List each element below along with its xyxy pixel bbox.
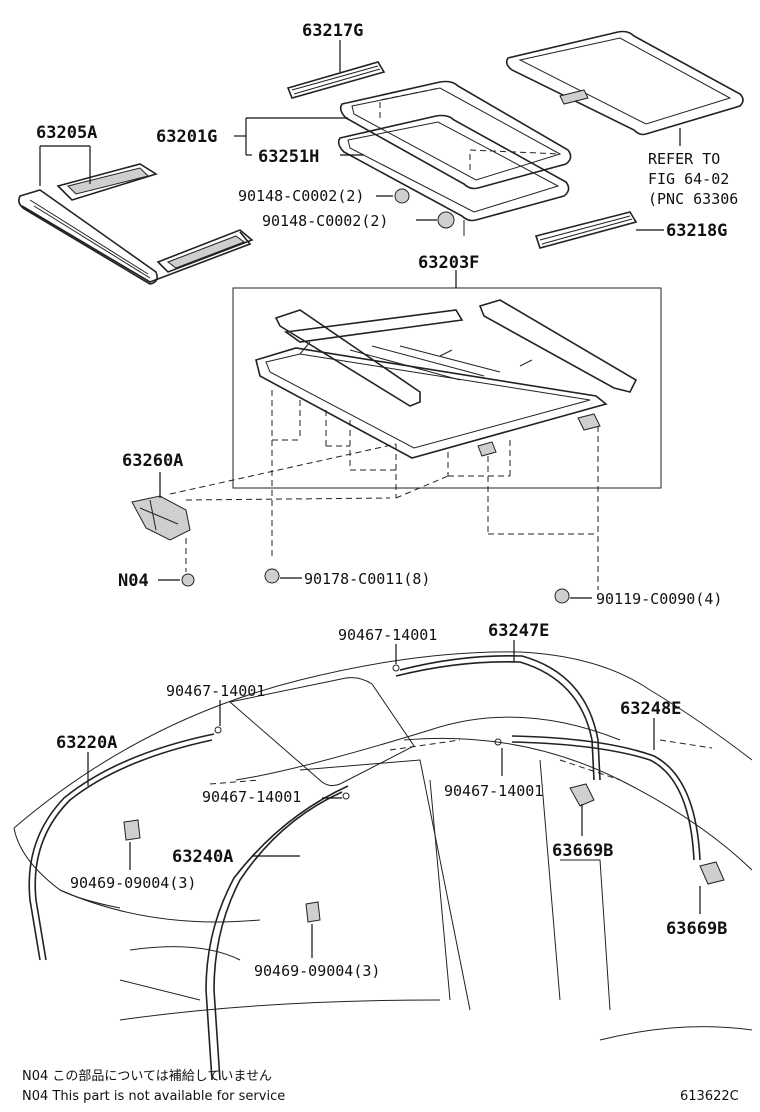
label-63248e: 63248E (620, 699, 681, 719)
footer-note-en: N04 This part is not available for servi… (22, 1089, 285, 1104)
label-bolt-2: 90148-C0002(2) (262, 212, 388, 230)
label-clamp-mid: 90469-09004(3) (254, 962, 380, 980)
label-63247e: 63247E (488, 621, 549, 641)
label-63205a: 63205A (36, 123, 97, 143)
label-clip-left: 90467-14001 (166, 682, 265, 700)
part-63217g-drawing (286, 40, 386, 99)
label-63260a: 63260A (122, 451, 183, 471)
sunshade-drawing (505, 30, 744, 146)
glass-panel-drawing (337, 80, 572, 222)
part-63205a-drawing (18, 145, 254, 285)
motor-63260a-drawing (131, 472, 195, 587)
drain-hoses-drawing (28, 654, 725, 1081)
label-clamp-left: 90469-09004(3) (70, 874, 196, 892)
label-63240a: 63240A (172, 847, 233, 867)
label-63217g: 63217G (302, 21, 363, 41)
car-body-drawing (13, 651, 753, 1041)
label-63201g: 63201G (156, 127, 217, 147)
housing-63203f-drawing (169, 270, 662, 590)
label-63220a: 63220A (56, 733, 117, 753)
part-63218g-drawing (534, 211, 664, 249)
label-n04: N04 (118, 571, 149, 591)
label-63218g: 63218G (666, 221, 727, 241)
label-63669b-2: 63669B (666, 919, 727, 939)
glass-leader (234, 117, 364, 156)
label-clip-top: 90467-14001 (338, 626, 437, 644)
car-leaders (87, 640, 701, 958)
label-63203f: 63203F (418, 253, 479, 273)
bolts-90148-drawing (376, 188, 465, 236)
label-clip-right: 90467-14001 (444, 782, 543, 800)
footer-note-jp: N04 この部品については補給していません (22, 1069, 272, 1084)
label-63669b-1: 63669B (552, 841, 613, 861)
label-nut: 90178-C0011(8) (304, 570, 430, 588)
fasteners-drawing (264, 568, 592, 604)
refer-line-3: (PNC 63306 (648, 190, 738, 208)
label-bolt-1: 90148-C0002(2) (238, 187, 364, 205)
label-screw: 90119-C0090(4) (596, 590, 722, 608)
label-63251h: 63251H (258, 147, 319, 167)
label-clip-mid: 90467-14001 (202, 788, 301, 806)
refer-line-2: FIG 64-02 (648, 170, 729, 188)
refer-line-1: REFER TO (648, 150, 720, 168)
diagram-code: 613622C (680, 1089, 739, 1104)
